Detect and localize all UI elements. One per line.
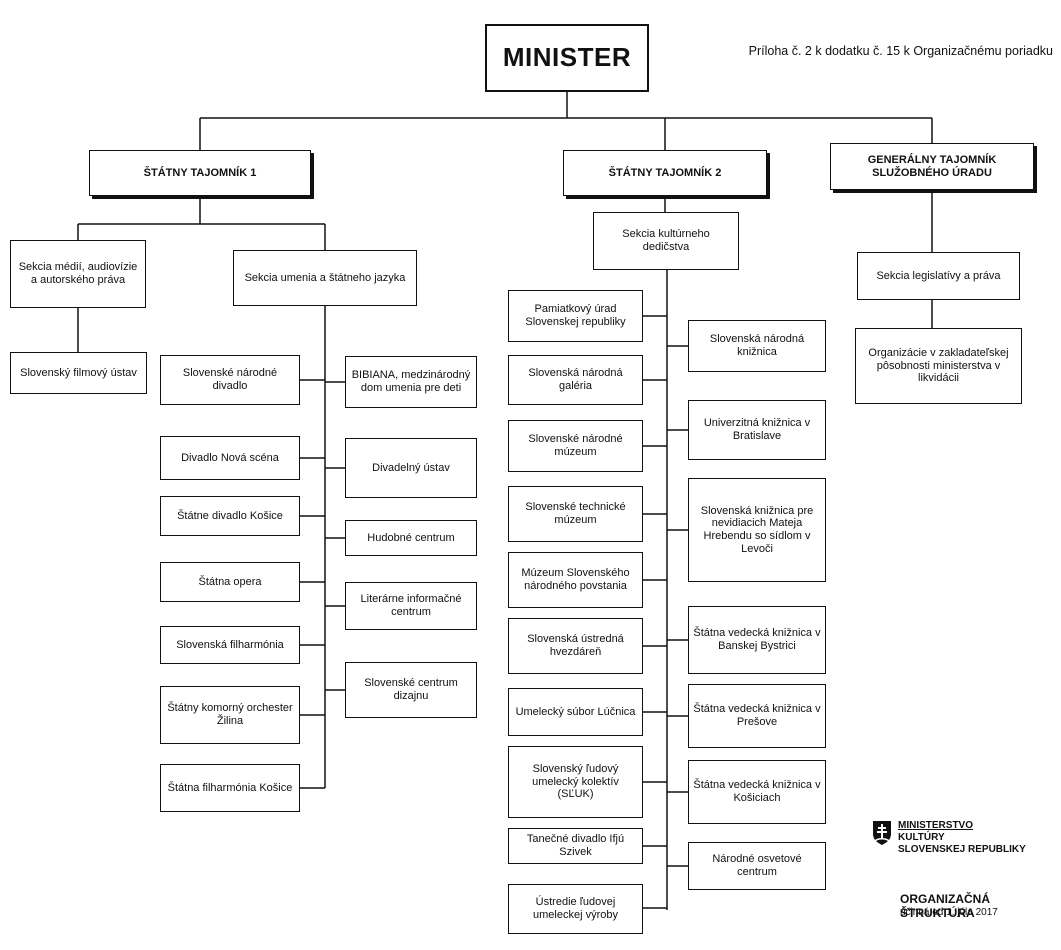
film-institute-box: Slovenský filmový ústav (10, 352, 147, 394)
arts-org-box: Hudobné centrum (345, 520, 477, 556)
ministry-line-1: MINISTERSTVO (898, 820, 974, 831)
state-secretary-1-box: ŠTÁTNY TAJOMNÍK 1 (89, 150, 311, 196)
arts-org-box: Štátne divadlo Košice (160, 496, 300, 536)
arts-org-box: Slovenská filharmónia (160, 626, 300, 664)
section-arts-box: Sekcia umenia a štátneho jazyka (233, 250, 417, 306)
heritage-org-box: Slovenská národná galéria (508, 355, 643, 405)
heritage-org-box: Štátna vedecká knižnica v Košiciach (688, 760, 826, 824)
section-media-box: Sekcia médií, audiovízie a autorského pr… (10, 240, 146, 308)
organizations-liquidation-box: Organizácie v zakladateľskej pôsobnosti … (855, 328, 1022, 404)
arts-org-box: BIBIANA, medzinárodný dom umenia pre det… (345, 356, 477, 408)
ministry-name: MINISTERSTVO KULTÚRY SLOVENSKEJ REPUBLIK… (898, 820, 1026, 856)
arts-org-box: Literárne informačné centrum (345, 582, 477, 630)
attachment-note: Príloha č. 2 k dodatku č. 15 k Organizač… (748, 44, 1053, 58)
heritage-org-box: Slovenské národné múzeum (508, 420, 643, 472)
heritage-org-box: Slovenský ľudový umelecký kolektív (SĽUK… (508, 746, 643, 818)
structure-title: ORGANIZAČNÁ ŠTRUKTÚRA (900, 892, 990, 920)
arts-org-box: Divadlo Nová scéna (160, 436, 300, 480)
heritage-org-box: Pamiatkový úrad Slovenskej republiky (508, 290, 643, 342)
heritage-org-box: Tanečné divadlo Ifjú Szivek (508, 828, 643, 864)
heritage-org-box: Štátna vedecká knižnica v Prešove (688, 684, 826, 748)
arts-org-box: Štátna filharmónia Košice (160, 764, 300, 812)
arts-org-box: Štátna opera (160, 562, 300, 602)
arts-org-box: Štátny komorný orchester Žilina (160, 686, 300, 744)
slovak-crest-icon (873, 821, 891, 845)
arts-org-box: Slovenské národné divadlo (160, 355, 300, 405)
heritage-org-box: Slovenské technické múzeum (508, 486, 643, 542)
effective-date: účinná od 1. júla 2017 (900, 907, 998, 918)
heritage-org-box: Národné osvetové centrum (688, 842, 826, 890)
state-secretary-2-box: ŠTÁTNY TAJOMNÍK 2 (563, 150, 767, 196)
heritage-org-box: Slovenská národná knižnica (688, 320, 826, 372)
general-secretary-box: GENERÁLNY TAJOMNÍK SLUŽOBNÉHO ÚRADU (830, 143, 1034, 190)
section-heritage-box: Sekcia kultúrneho dedičstva (593, 212, 739, 270)
ministry-logo: MINISTERSTVO KULTÚRY SLOVENSKEJ REPUBLIK… (872, 820, 1052, 864)
heritage-org-box: Múzeum Slovenského národného povstania (508, 552, 643, 608)
minister-box: MINISTER (485, 24, 649, 92)
heritage-org-box: Univerzitná knižnica v Bratislave (688, 400, 826, 460)
ministry-line-3: SLOVENSKEJ REPUBLIKY (898, 844, 1026, 855)
heritage-org-box: Ústredie ľudovej umeleckej výroby (508, 884, 643, 934)
arts-org-box: Divadelný ústav (345, 438, 477, 498)
ministry-line-2: KULTÚRY (898, 832, 945, 843)
arts-org-box: Slovenské centrum dizajnu (345, 662, 477, 718)
heritage-org-box: Štátna vedecká knižnica v Banskej Bystri… (688, 606, 826, 674)
heritage-org-box: Slovenská knižnica pre nevidiacich Matej… (688, 478, 826, 582)
heritage-org-box: Slovenská ústredná hvezdáreň (508, 618, 643, 674)
section-legislation-box: Sekcia legislatívy a práva (857, 252, 1020, 300)
heritage-org-box: Umelecký súbor Lúčnica (508, 688, 643, 736)
